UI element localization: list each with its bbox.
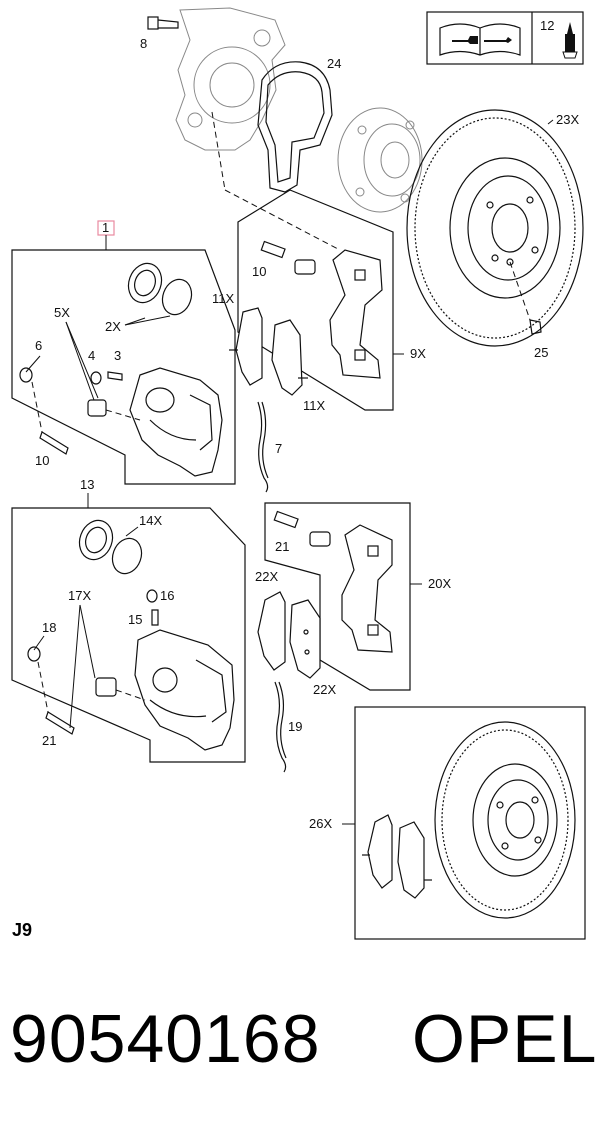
callout-1: 1 [102, 220, 109, 235]
piston-seal-2x: 2X [105, 262, 193, 334]
brake-disc-23x: 23X [406, 109, 584, 347]
callout-2x: 2X [105, 319, 121, 334]
callout-15: 15 [128, 612, 142, 627]
guide-bolt-21 [45, 711, 75, 735]
callout-6: 6 [35, 338, 42, 353]
callout-25: 25 [534, 345, 548, 360]
dust-shield-24: 24 [257, 56, 341, 193]
callout-22xb: 22X [313, 682, 336, 697]
grease-tube-icon [562, 22, 578, 59]
brake-pads-22x: 22X 22X [255, 569, 336, 697]
brake-pads-11x: 11X 11X [212, 291, 325, 413]
callout-16: 16 [160, 588, 174, 603]
piston-seal-14x: 14X [78, 513, 162, 575]
repair-manual-icon [439, 23, 521, 56]
guide-sleeve-17x [95, 677, 117, 697]
brake-disc-26x [434, 721, 576, 919]
callout-26x: 26X [309, 816, 332, 831]
brand-name: OPEL [412, 1001, 598, 1077]
callout-3: 3 [114, 348, 121, 363]
callout-20x: 20X [428, 576, 451, 591]
brake-caliper [129, 367, 223, 477]
retaining-spring-7: 7 [257, 401, 282, 493]
callout-4: 4 [88, 348, 95, 363]
guide-pins [260, 240, 316, 275]
brake-pads-26x [362, 814, 432, 899]
page-code: J9 [12, 920, 33, 940]
callout-22xa: 22X [255, 569, 278, 584]
callout-17x: 17X [68, 588, 91, 603]
header-icon-box: 12 [426, 11, 584, 65]
callout-24: 24 [327, 56, 341, 71]
guide-pins-20x [273, 510, 331, 547]
bolt-8: 8 [140, 16, 179, 51]
wheel-hub [337, 107, 423, 213]
dust-cap-16 [146, 589, 158, 603]
callout-12: 12 [540, 18, 554, 33]
callout-10b: 10 [35, 453, 49, 468]
guide-sleeve-5x [87, 399, 107, 417]
callout-21b: 21 [275, 539, 289, 554]
carrier-group-9x: 10 9X [237, 189, 426, 411]
callout-5x: 5X [54, 305, 70, 320]
part-number: 90540168 [10, 1001, 321, 1077]
callout-14x: 14X [139, 513, 162, 528]
callout-19: 19 [288, 719, 302, 734]
callout-9x: 9X [410, 346, 426, 361]
guide-bolt-10 [39, 431, 69, 455]
caliper-assembly-1: 1 2X 5X 6 4 3 [11, 220, 236, 485]
carrier-group-20x: 21 20X [264, 502, 451, 691]
caliper-carrier-9x [329, 249, 383, 379]
callout-23x: 23X [556, 112, 579, 127]
callout-21a: 21 [42, 733, 56, 748]
cap-18 [27, 646, 41, 662]
callout-8: 8 [140, 36, 147, 51]
callout-13: 13 [80, 477, 94, 492]
bleed-valve-parts [90, 371, 123, 385]
cap-6 [19, 367, 33, 383]
caliper-carrier-20x [341, 524, 393, 653]
callout-7: 7 [275, 441, 282, 456]
brake-caliper-13 [134, 629, 235, 751]
screw-25: 25 [509, 261, 548, 360]
callout-18: 18 [42, 620, 56, 635]
brake-kit-26x: 26X [309, 706, 586, 940]
retaining-spring-19: 19 [274, 681, 302, 773]
callout-11xb: 11X [303, 398, 325, 413]
callout-10a: 10 [252, 264, 266, 279]
caliper-assembly-13: 13 14X 17X 16 15 18 [11, 477, 246, 763]
steering-knuckle [175, 7, 286, 151]
bleed-screw-15 [151, 609, 159, 626]
